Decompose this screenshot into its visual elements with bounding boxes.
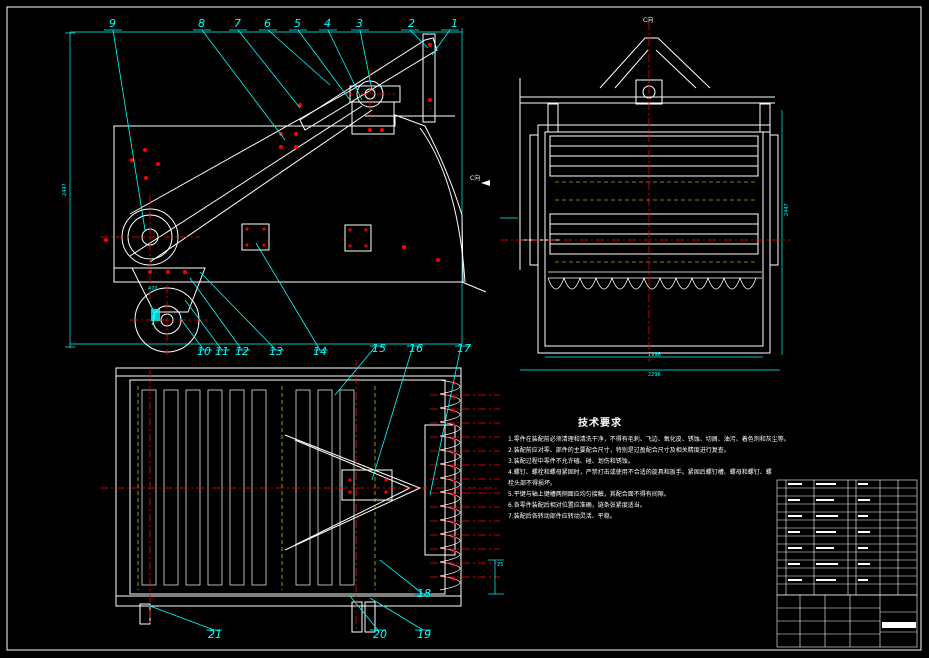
part-number-2: 2	[408, 17, 415, 30]
side-plate-outline	[113, 114, 464, 283]
plan-dimension-lines	[488, 559, 504, 595]
part-number-9: 9	[109, 17, 116, 30]
title-block	[776, 479, 918, 648]
part-number-10: 10	[197, 345, 211, 358]
part-number-16: 16	[409, 342, 423, 355]
plan-frame-diagonal	[284, 434, 422, 551]
dimension-texts: 2447 2447 1996 2296 470 25	[62, 183, 790, 568]
dim-wheel: 470	[148, 286, 158, 292]
parts-list-table	[776, 479, 918, 596]
front-blades	[547, 271, 762, 290]
front-hidden-lines	[555, 181, 755, 263]
plan-frame-outer	[115, 367, 462, 607]
part-number-15: 15	[372, 342, 386, 355]
part-number-3: 3	[356, 17, 363, 30]
wheel-bracket	[131, 267, 206, 313]
parts-list-ticks	[788, 483, 916, 628]
part-numbers: 1 2 3 4 5 6 7 8 9 10 11 12 13 14 15 16 1…	[109, 17, 471, 641]
plan-tines	[141, 389, 355, 586]
mount-plate-left	[241, 223, 270, 251]
part-number-21: 21	[208, 628, 222, 641]
note-item: 5.平键与轴上键槽两侧面应均匀接触，其配合面不得有间隙。	[508, 491, 670, 498]
plan-view	[115, 367, 462, 633]
note-item: 3.装配过程中零件不允许磕、碰、划伤和锈蚀。	[508, 458, 634, 465]
plan-centerlines	[100, 360, 500, 630]
part-number-4: 4	[324, 17, 331, 30]
note-item: 1.零件在装配前必须清理和清洗干净，不得有毛刺、飞边、氧化皮、锈蚀、切屑、油污、…	[508, 436, 788, 443]
front-frame-outer	[537, 124, 771, 354]
side-dimension-lines	[65, 28, 463, 348]
chain-lower	[129, 105, 363, 257]
plan-right-blades	[439, 379, 461, 591]
part-number-19: 19	[417, 628, 431, 641]
chain-upper	[129, 83, 363, 215]
drawing-frame	[6, 6, 922, 651]
side-bolt-holes	[104, 43, 440, 274]
front-dimension-lines	[500, 110, 783, 371]
direction-arrow	[481, 180, 490, 186]
part-number-12: 12	[235, 345, 249, 358]
dim-left-height: 2447	[62, 183, 68, 196]
top-bracket	[422, 33, 436, 123]
dim-bottom-inner: 1996	[648, 352, 661, 358]
part-number-18: 18	[417, 587, 431, 600]
mount-plate-right	[344, 224, 372, 252]
front-centerlines	[500, 22, 790, 362]
part-number-8: 8	[198, 17, 205, 30]
note-item: 栓头部不得损坏。	[508, 480, 557, 487]
part-number-7: 7	[234, 17, 241, 30]
dim-right-height: 2447	[784, 203, 790, 216]
part-number-1: 1	[451, 17, 458, 30]
plan-bolt-holes	[348, 381, 456, 581]
part-number-6: 6	[264, 17, 271, 30]
note-item: 6.各零件装配后相对位置应准确，链条张紧度适当。	[508, 502, 646, 509]
dim-bottom-outer: 2296	[648, 372, 661, 378]
part-number-11: 11	[215, 345, 229, 358]
note-item: 4.螺钉、螺栓和螺母紧固时，严禁打击或使用不合适的旋具和扳手。紧固后螺钉槽、螺母…	[508, 469, 772, 476]
technical-requirements-title: 技术要求	[578, 418, 622, 429]
technical-requirements-list: 1.零件在装配前必须清理和清洗干净，不得有毛刺、飞边、氧化皮、锈蚀、切屑、油污、…	[508, 434, 788, 522]
title-block-name-field	[883, 622, 917, 628]
part-number-14: 14	[313, 345, 327, 358]
note-item: 2.装配前应对零、部件的主要配合尺寸，特别是过盈配合尺寸及相关精度进行复查。	[508, 447, 730, 454]
view-label: C向	[643, 16, 653, 24]
part-number-13: 13	[269, 345, 283, 358]
wheel-highlight	[151, 309, 160, 321]
part-number-20: 20	[373, 628, 387, 641]
part-number-5: 5	[294, 17, 301, 30]
direction-label: C向	[470, 174, 480, 182]
part-number-17: 17	[457, 342, 471, 355]
side-plate-arc	[419, 127, 466, 283]
note-item: 7.装配后各转动部件应转动灵活、平稳。	[508, 513, 616, 520]
three-point-hitch	[599, 37, 711, 89]
dim-small-right: 25	[497, 562, 503, 568]
front-view	[519, 37, 779, 354]
leader-lines	[104, 29, 471, 631]
